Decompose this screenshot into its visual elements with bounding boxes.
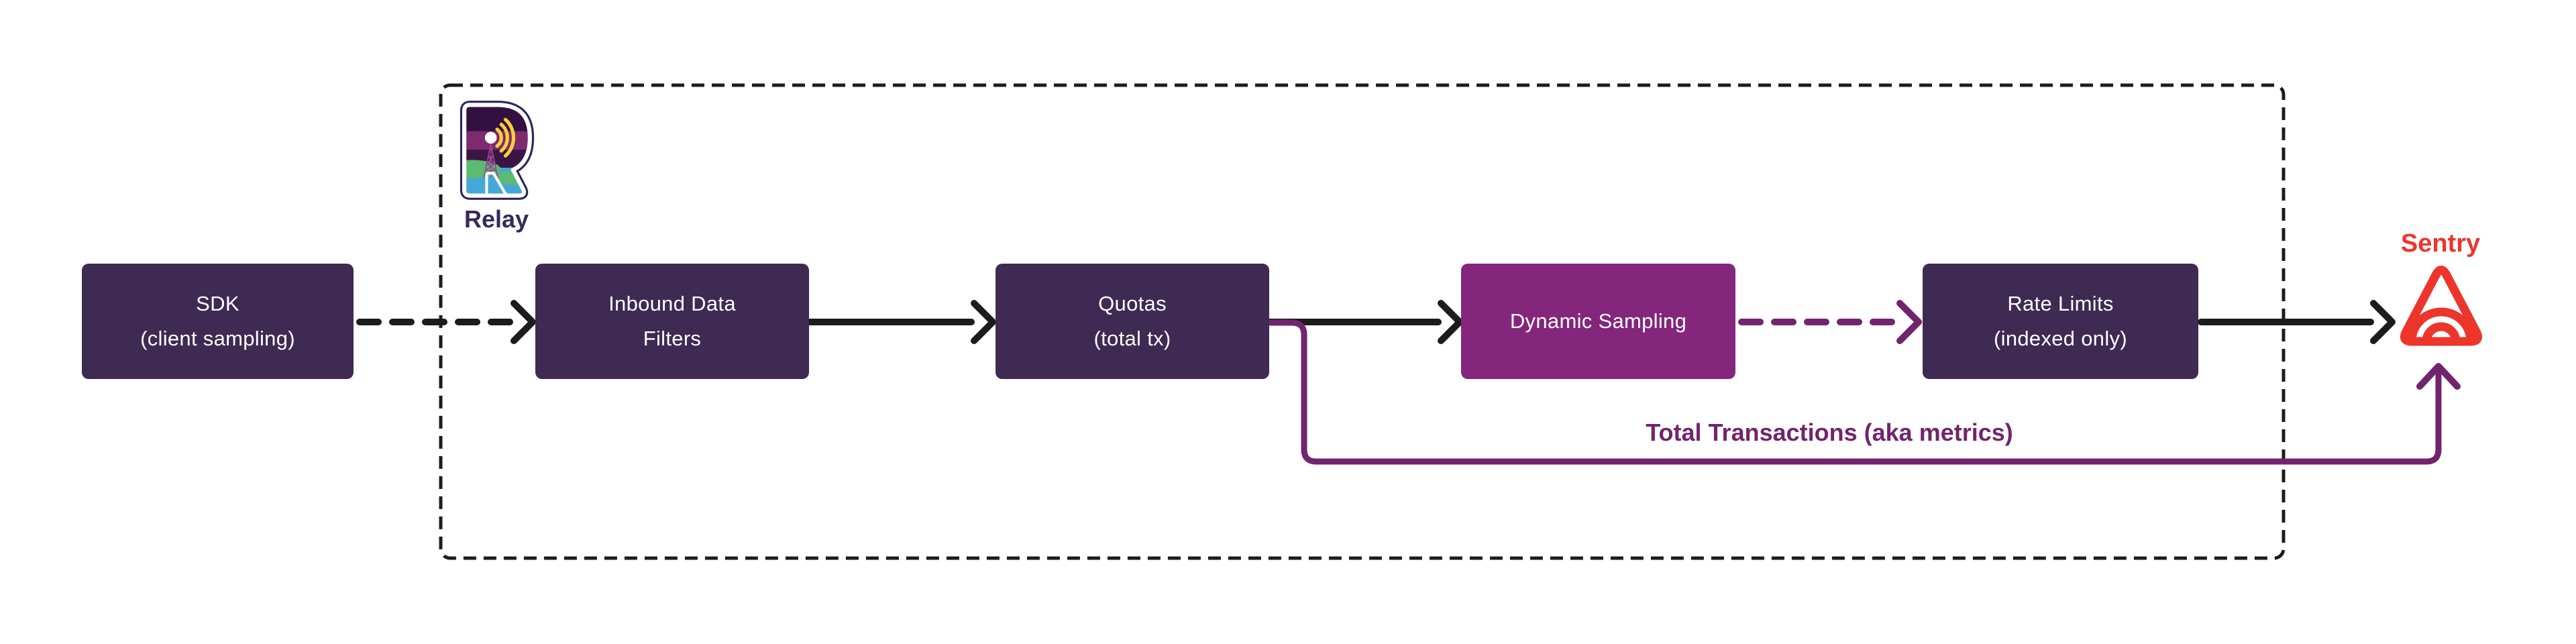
node-quotas-line2: (total tx) [1093,327,1171,350]
node-dynamic-sampling-line1: Dynamic Sampling [1509,309,1687,333]
edge-quotas-metrics-arrowhead [2416,363,2461,390]
relay-beacon-dot [484,131,497,144]
edge-quotas-metrics-to-sentry [1265,319,2442,465]
node-rate-limits-line1: Rate Limits [2007,292,2114,315]
sentry-logo-icon [2400,266,2482,346]
edge-rate-limits-to-sentry-arrowhead [2370,300,2396,344]
node-rate-limits-line2: (indexed only) [1994,327,2127,350]
sentry-label: Sentry [2400,229,2481,258]
node-inbound-line2: Filters [643,327,702,350]
relay-label: Relay [464,205,529,233]
node-dynamic-sampling: Dynamic Sampling [1461,264,1735,379]
metrics-edge-label: Total Transactions (aka metrics) [1646,419,2013,446]
relay-tower [483,144,498,178]
relay-signal-arcs [495,117,516,158]
node-inbound-line1: Inbound Data [608,292,736,315]
node-quotas: Quotas (total tx) [996,264,1269,379]
node-sdk-line1: SDK [196,292,239,315]
node-quotas-line1: Quotas [1098,292,1167,315]
relay-logo-icon [460,101,535,200]
node-sdk: SDK (client sampling) [82,264,354,379]
node-rate-limits: Rate Limits (indexed only) [1923,264,2198,379]
node-sdk-line2: (client sampling) [140,327,295,350]
edge-quotas-to-dynamic-sampling-arrowhead [1438,300,1463,344]
edge-sdk-to-inbound-arrowhead [511,300,536,344]
node-inbound-data-filters: Inbound Data Filters [535,264,809,379]
edge-inbound-to-quotas-arrowhead [971,300,996,344]
edge-dynamic-sampling-to-rate-limits-arrowhead [1896,300,1922,344]
